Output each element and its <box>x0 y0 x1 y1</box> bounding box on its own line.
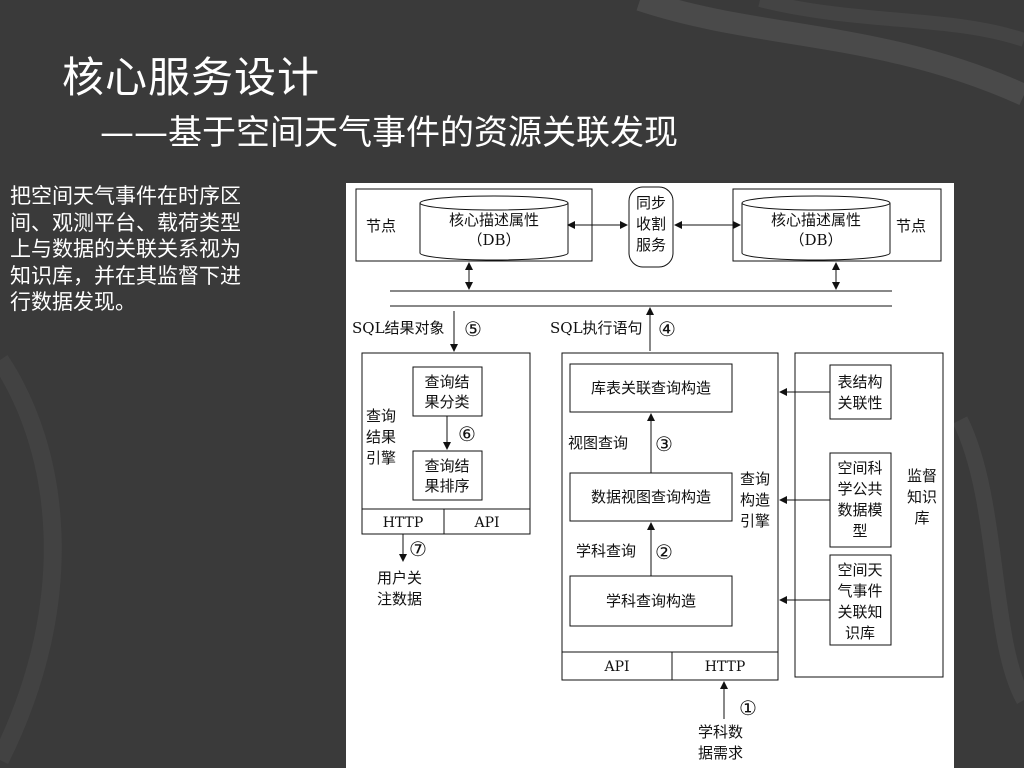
supervise-kb-line1: 监督 <box>907 467 937 485</box>
space-model-line3: 数据模 <box>837 501 882 519</box>
subject-demand-line1: 学科数 <box>698 723 743 741</box>
supervise-kb-box <box>794 352 944 678</box>
result-classify-line2: 果分类 <box>424 393 469 411</box>
api-left-label: API <box>473 515 499 531</box>
query-engine-line1: 查询 <box>740 470 770 488</box>
db-right-line1: 核心描述属性 <box>771 211 861 229</box>
supervise-kb-line3: 库 <box>914 509 929 527</box>
result-sort-line2: 果排序 <box>424 477 469 495</box>
table-join-label: 库表关联查询构造 <box>591 379 711 397</box>
node-label-left: 节点 <box>366 217 396 235</box>
sql-result-label: SQL结果对象 <box>352 319 445 337</box>
sync-line3: 服务 <box>636 236 666 254</box>
db-cylinder-left <box>419 195 569 261</box>
table-relation-line1: 表结构 <box>837 373 882 391</box>
step2-label: ② <box>655 540 673 564</box>
event-kb-line3: 关联知 <box>837 603 882 621</box>
step6-label: ⑥ <box>458 422 476 446</box>
event-kb-line4: 识库 <box>845 624 875 642</box>
space-model-line2: 学公共 <box>837 480 882 498</box>
event-kb-line1: 空间天 <box>837 561 882 579</box>
result-engine-line1: 查询 <box>366 407 396 425</box>
result-engine-line3: 引擎 <box>366 449 396 467</box>
sync-line1: 同步 <box>636 194 666 212</box>
node-label-right: 节点 <box>896 217 926 235</box>
http-mid-box <box>671 651 779 681</box>
step4-label: ④ <box>658 317 676 341</box>
subject-build-label: 学科查询构造 <box>606 592 696 610</box>
user-data-line1: 用户关 <box>377 569 422 587</box>
db-cylinder-right <box>741 195 891 261</box>
http-left-label: HTTP <box>383 515 424 531</box>
api-mid-label: API <box>603 659 629 675</box>
space-model-line4: 型 <box>852 522 867 540</box>
http-mid-label: HTTP <box>705 659 746 675</box>
db-left-line1: 核心描述属性 <box>449 211 539 229</box>
result-sort-box <box>412 450 483 501</box>
step7-label: ⑦ <box>409 537 427 561</box>
subject-query-label: 学科查询 <box>576 542 636 560</box>
data-view-label: 数据视图查询构造 <box>591 488 711 506</box>
supervise-kb-line2: 知识 <box>907 488 937 506</box>
query-engine-line3: 引擎 <box>740 512 770 530</box>
result-sort-line1: 查询结 <box>424 457 469 475</box>
query-engine-line2: 构造 <box>740 491 770 509</box>
step1-label: ① <box>739 696 757 720</box>
page-title: 核心服务设计 <box>62 53 321 102</box>
page-subtitle: ——基于空间天气事件的资源关联发现 <box>100 113 678 153</box>
table-relation-line2: 关联性 <box>837 394 882 412</box>
step5-label: ⑤ <box>464 317 482 341</box>
table-join-box <box>569 363 733 413</box>
subject-demand-line2: 据需求 <box>698 744 743 762</box>
result-engine-line2: 结果 <box>366 428 396 446</box>
sync-service-box <box>628 186 674 268</box>
view-query-label: 视图查询 <box>568 434 628 452</box>
user-data-line2: 注数据 <box>377 590 422 608</box>
api-left-box <box>443 508 531 535</box>
db-right-line2: （DB） <box>789 231 842 249</box>
side-description: 把空间天气事件在时序区间、观测平台、载荷类型上与数据的关联关系视为知识库，并在其… <box>10 184 241 315</box>
sql-exec-label: SQL执行语句 <box>550 319 643 337</box>
space-model-line1: 空间科 <box>837 459 882 477</box>
result-classify-line1: 查询结 <box>424 373 469 391</box>
sync-line2: 收割 <box>636 215 666 233</box>
event-kb-line2: 气事件 <box>837 582 882 600</box>
step3-label: ③ <box>655 432 673 456</box>
architecture-diagram: 节点 节点 核心描述属性 （DB） 核心描述属性 （DB） 同步 收割 服务 S… <box>346 183 954 768</box>
db-left-line2: （DB） <box>467 231 520 249</box>
